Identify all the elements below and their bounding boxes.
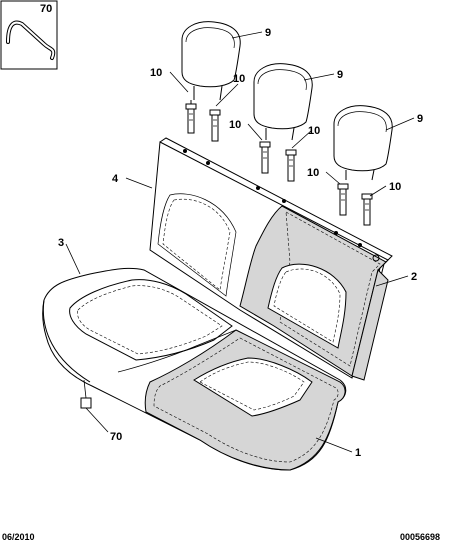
guide-3	[259, 141, 271, 174]
guide-2	[209, 109, 221, 142]
callout-headrest-right: 9	[417, 113, 423, 125]
callout-guide-5: 10	[307, 167, 319, 179]
callout-headrest-middle: 9	[337, 69, 343, 81]
callout-guide-1: 10	[150, 67, 162, 79]
clip-inset: 70	[0, 0, 58, 70]
callout-backrest-cover: 2	[411, 271, 417, 283]
callout-cushion-frame: 3	[58, 237, 64, 249]
backrest-armrest-opening	[267, 263, 347, 349]
wire-clip-icon	[6, 20, 56, 60]
clip-part	[80, 397, 92, 409]
inset-label: 70	[40, 3, 52, 15]
guide-6	[361, 193, 373, 226]
footer-reference: 00056698	[400, 532, 440, 542]
leader-lines	[65, 31, 415, 453]
headrest-guides	[185, 100, 373, 226]
guide-5	[337, 183, 349, 216]
callout-headrest-left: 9	[265, 27, 271, 39]
callout-guide-4: 10	[308, 125, 320, 137]
callout-guide-6: 10	[389, 181, 401, 193]
guide-1	[185, 100, 197, 134]
headrest-left	[181, 21, 241, 101]
callout-clip: 70	[110, 431, 122, 443]
callout-guide-3: 10	[229, 119, 241, 131]
callout-cushion-cover: 1	[355, 447, 361, 459]
cushion	[42, 267, 347, 471]
headrest-right	[333, 105, 393, 181]
backrest-left-panel	[157, 193, 237, 297]
headrest-middle	[253, 63, 313, 141]
footer-date: 06/2010	[2, 532, 35, 542]
callout-guide-2: 10	[233, 73, 245, 85]
backrest	[149, 137, 393, 381]
guide-4	[285, 149, 297, 182]
callout-backrest-frame: 4	[112, 173, 119, 185]
